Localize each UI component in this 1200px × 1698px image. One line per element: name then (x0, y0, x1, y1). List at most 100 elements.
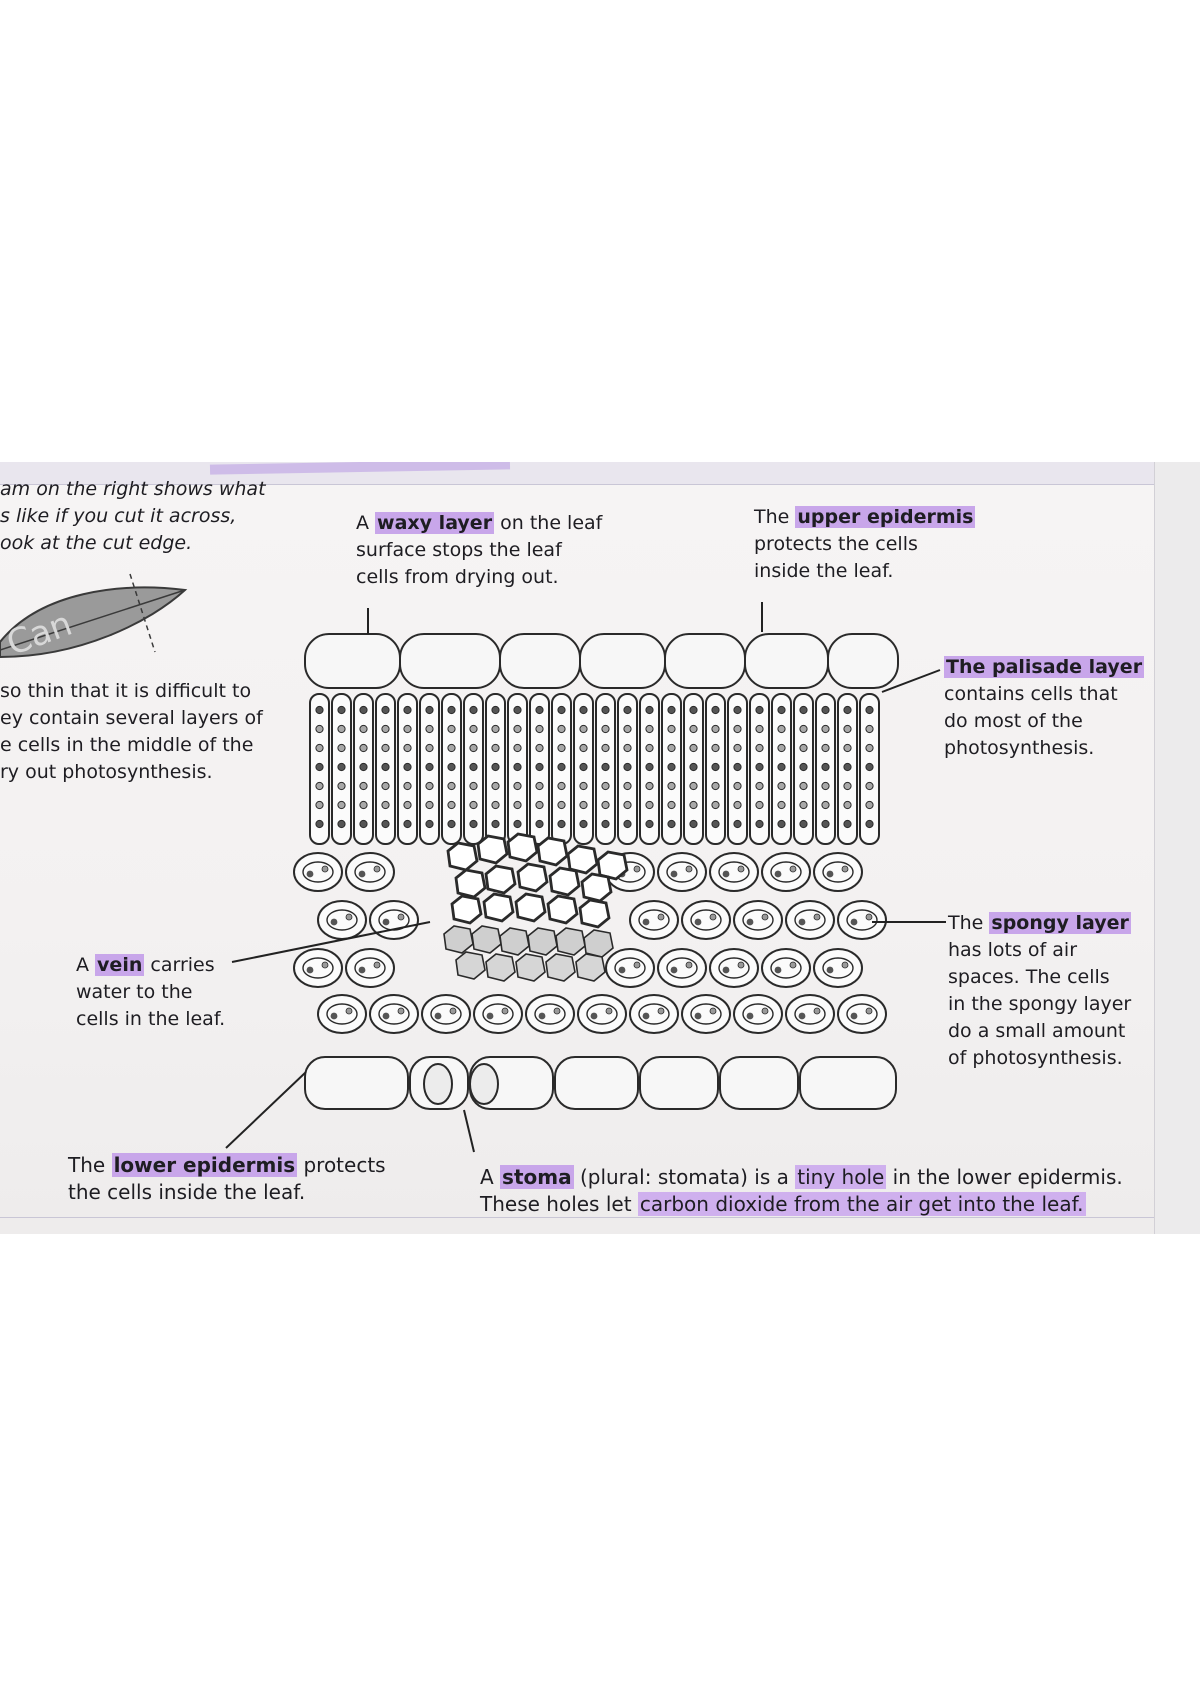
chloroplast (359, 724, 368, 734)
spongy-cell-inner (794, 1003, 826, 1025)
chloroplast (670, 966, 678, 974)
chloroplast (315, 819, 324, 829)
spongy-cell-inner (822, 957, 854, 979)
chloroplast (306, 870, 314, 878)
spongy-cell-inner (638, 1003, 670, 1025)
chloroplast (601, 800, 610, 810)
upper-epidermis-highlight: upper epidermis (795, 506, 976, 528)
chloroplast (557, 781, 566, 791)
chloroplast (755, 800, 764, 810)
chloroplast (821, 762, 830, 772)
chloroplast (777, 781, 786, 791)
chloroplast (841, 865, 849, 873)
chloroplast (865, 819, 874, 829)
chloroplast (633, 961, 641, 969)
chloroplast (667, 743, 676, 753)
chloroplast (737, 961, 745, 969)
chloroplast (623, 781, 632, 791)
chloroplast (397, 1007, 405, 1015)
chloroplast (645, 800, 654, 810)
chloroplast (491, 724, 500, 734)
chloroplast (645, 743, 654, 753)
chloroplast (733, 781, 742, 791)
spongy-cell-inner (742, 909, 774, 931)
vein-cell (516, 862, 549, 893)
vein-cell (575, 953, 606, 982)
chloroplast (709, 913, 717, 921)
chloroplast (381, 743, 390, 753)
chloroplast (469, 743, 478, 753)
spongy-cell (345, 948, 395, 988)
chloroplast (469, 705, 478, 715)
chloroplast (315, 724, 324, 734)
chloroplast (382, 1012, 390, 1020)
chloroplast (469, 800, 478, 810)
spongy-cell-inner (846, 1003, 878, 1025)
chloroplast (755, 781, 764, 791)
chloroplast (337, 819, 346, 829)
upper-epidermis-cell (399, 633, 501, 689)
chloroplast (689, 800, 698, 810)
chloroplast (774, 870, 782, 878)
chloroplast (315, 762, 324, 772)
chloroplast (486, 1012, 494, 1020)
chloroplast (601, 819, 610, 829)
chloroplast (513, 781, 522, 791)
lower-epidermis-cell (719, 1056, 799, 1110)
chloroplast (425, 762, 434, 772)
chloroplast (799, 724, 808, 734)
spongy-cell (629, 900, 679, 940)
chloroplast (645, 705, 654, 715)
chloroplast (865, 724, 874, 734)
chloroplast (337, 781, 346, 791)
intro-top-text: am on the right shows what s like if you… (0, 478, 266, 554)
notebook-rule (0, 1217, 1200, 1218)
upper-epidermis-label: The upper epidermis protects the cells i… (754, 506, 976, 582)
chloroplast (689, 743, 698, 753)
vein-cell (471, 925, 502, 954)
vein-cell (455, 951, 486, 980)
chloroplast (798, 1012, 806, 1020)
chloroplast (623, 724, 632, 734)
palisade-layer-highlight: The palisade layer (944, 656, 1145, 678)
chloroplast (761, 1007, 769, 1015)
vein-cell (578, 898, 611, 929)
chloroplast (425, 743, 434, 753)
vein-cell (536, 836, 569, 867)
chloroplast (330, 918, 338, 926)
spongy-cell (837, 900, 887, 940)
lower-epidermis-cell (554, 1056, 639, 1110)
upper-epidermis-cell (744, 633, 829, 689)
chloroplast (553, 1007, 561, 1015)
chloroplast (557, 743, 566, 753)
spongy-cell-inner (690, 909, 722, 931)
chloroplast (557, 800, 566, 810)
chloroplast (777, 724, 786, 734)
chloroplast (557, 705, 566, 715)
chloroplast (799, 800, 808, 810)
chloroplast (403, 743, 412, 753)
chloroplast (359, 762, 368, 772)
vein-cell (515, 953, 546, 982)
vein-cell (555, 927, 586, 956)
chloroplast (711, 781, 720, 791)
chloroplast (843, 781, 852, 791)
chloroplast (633, 865, 641, 873)
spongy-cell-inner (430, 1003, 462, 1025)
chloroplast (447, 743, 456, 753)
chloroplast (359, 819, 368, 829)
chloroplast (761, 913, 769, 921)
chloroplast (799, 781, 808, 791)
spongy-layer-highlight: spongy layer (989, 912, 1131, 934)
chloroplast (491, 762, 500, 772)
lower-epidermis-pointer (225, 1071, 307, 1149)
vein-cell (527, 927, 558, 956)
vein-cell (446, 841, 479, 872)
chloroplast (645, 781, 654, 791)
chloroplast (689, 819, 698, 829)
chloroplast (694, 1012, 702, 1020)
chloroplast (667, 705, 676, 715)
chloroplast (711, 724, 720, 734)
stoma-pointer (463, 1109, 475, 1153)
chloroplast (557, 724, 566, 734)
